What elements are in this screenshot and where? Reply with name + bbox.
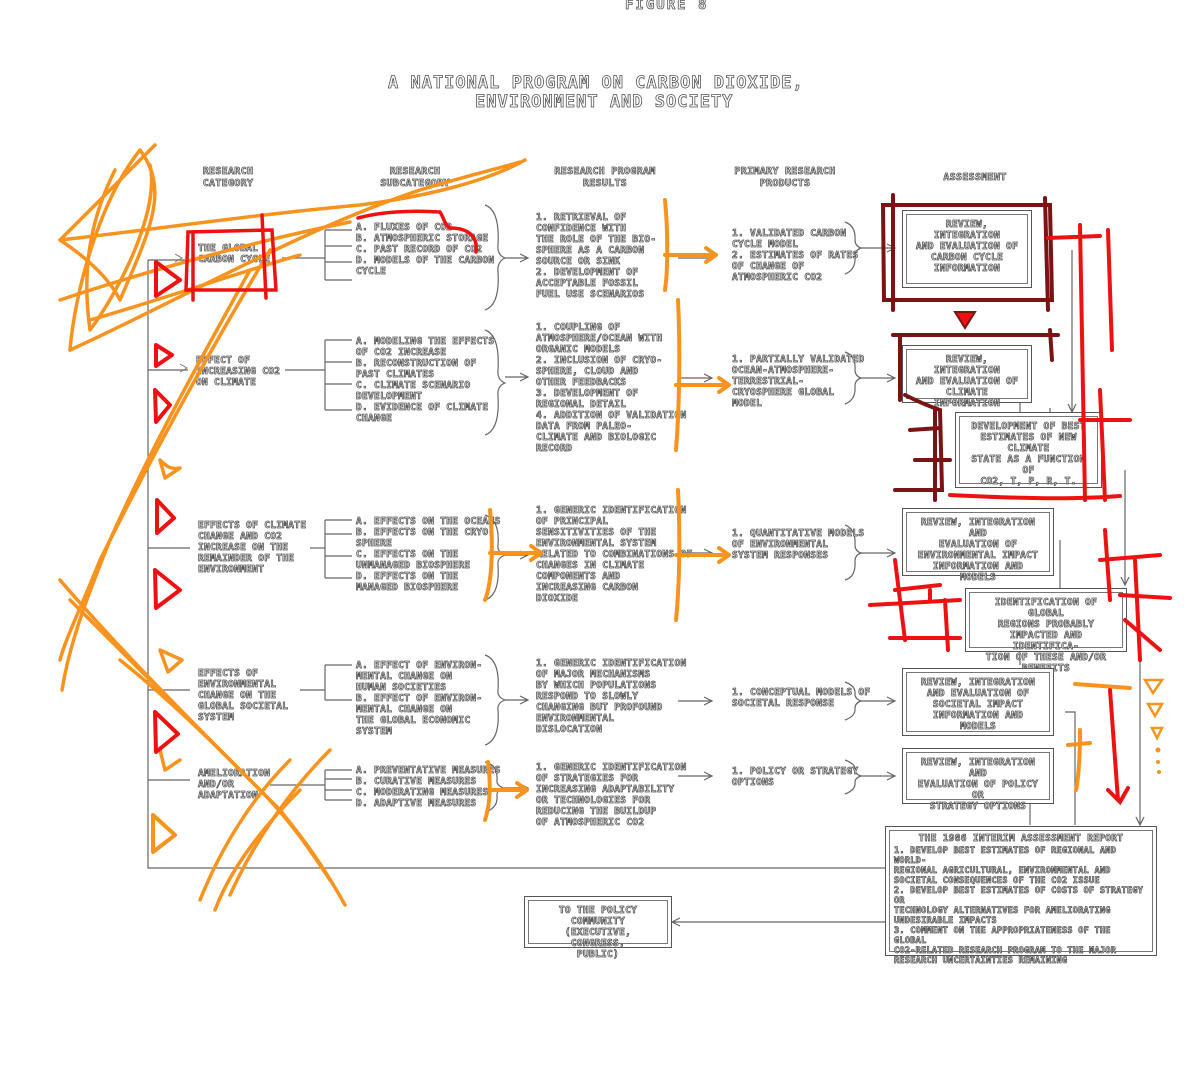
results-environment: 1. GENERIC IDENTIFICATION OF PRINCIPAL S…: [536, 505, 693, 605]
assessment-carbon-cycle-box: REVIEW, INTEGRATION AND EVALUATION OF CA…: [902, 210, 1032, 288]
subcategory-amelioration: A. PREVENTATIVE MEASURES B. CURATIVE MEA…: [356, 765, 501, 810]
products-carbon-cycle: 1. VALIDATED CARBON CYCLE MODEL 2. ESTIM…: [732, 228, 859, 284]
orange-scribble-strokes: [58, 143, 527, 912]
header-research-results: RESEARCH PROGRAM RESULTS: [554, 166, 656, 190]
subcategory-societal: A. EFFECT OF ENVIRON- MENTAL CHANGE ON H…: [356, 660, 483, 738]
category-amelioration: AMELIORATION AND/OR ADAPTATION: [198, 768, 271, 802]
subcategory-climate: A. MODELING THE EFFECTS OF CO2 INCREASE …: [356, 336, 495, 425]
assessment-environment-box: REVIEW, INTEGRATION AND EVALUATION OF EN…: [902, 508, 1054, 583]
category-climate: EFFECT OF INCREASING CO2 ON CLIMATE: [196, 355, 281, 389]
dark-red-highlight-strokes: [880, 193, 1060, 502]
interim-report-title: THE 1986 INTERIM ASSESSMENT REPORT: [918, 833, 1124, 845]
interim-report-items: 1. DEVELOP BEST ESTIMATES OF REGIONAL AN…: [894, 846, 1144, 967]
header-primary-products: PRIMARY RESEARCH PRODUCTS: [734, 166, 836, 190]
products-societal: 1. CONCEPTUAL MODELS OF SOCIETAL RESPONS…: [732, 687, 871, 710]
results-amelioration: 1. GENERIC IDENTIFICATION OF STRATEGIES …: [536, 762, 687, 829]
red-triangle-markers: [153, 260, 182, 754]
header-research-subcategory: RESEARCH SUBCATEGORY: [380, 166, 450, 190]
results-carbon-cycle: 1. RETRIEVAL OF CONFIDENCE WITH THE ROLE…: [536, 212, 657, 301]
orange-triangle-markers: [151, 813, 177, 854]
assessment-climate-box: REVIEW, INTEGRATION AND EVALUATION OF CL…: [902, 345, 1032, 409]
category-societal: EFFECTS OF ENVIRONMENTAL CHANGE ON THE G…: [198, 668, 289, 724]
diagram-title-line1: A NATIONAL PROGRAM ON CARBON DIOXIDE,: [388, 73, 804, 94]
subcategory-environment: A. EFFECTS ON THE OCEANS B. EFFECTS ON T…: [356, 516, 501, 594]
results-climate: 1. COUPLING OF ATMOSPHERE/OCEAN WITH ORG…: [536, 322, 687, 455]
products-climate: 1. PARTIALLY VALIDATED OCEAN-ATMOSPHERE-…: [732, 354, 865, 410]
results-societal: 1. GENERIC IDENTIFICATION OF MAJOR MECHA…: [536, 658, 687, 736]
subcategory-carbon-cycle: A. FLUXES OF CO2 B. ATMOSPHERIC STORAGE …: [356, 222, 495, 278]
red-highlight-strokes: [184, 209, 479, 302]
category-environment: EFFECTS OF CLIMATE CHANGE AND CO2 INCREA…: [198, 520, 307, 576]
assessment-climate-state-box: DEVELOPMENT OF BEST ESTIMATES OF NEW CLI…: [955, 412, 1102, 488]
orange-small-triangles: [1142, 678, 1165, 741]
figure-label: Figure 8: [625, 0, 709, 13]
interim-report-box: THE 1986 INTERIM ASSESSMENT REPORT 1. DE…: [885, 826, 1157, 966]
orange-dots: [1155, 747, 1161, 774]
assessment-societal-box: REVIEW, INTEGRATION AND EVALUATION OF SO…: [902, 668, 1054, 736]
assessment-regions-box: IDENTIFICATION OF GLOBAL REGIONS PROBABL…: [965, 588, 1127, 674]
products-environment: 1. QUANTITATIVE MODELS OF ENVIRONMENTAL …: [732, 528, 865, 562]
red-down-arrow: [953, 311, 977, 330]
policy-community-box: TO THE POLICY COMMUNITY (EXECUTIVE, CONG…: [524, 896, 672, 960]
products-amelioration: 1. POLICY OR STRATEGY OPTIONS: [732, 766, 859, 789]
diagram-title-line2: ENVIRONMENT AND SOCIETY: [475, 92, 734, 113]
header-research-category: RESEARCH CATEGORY: [202, 166, 254, 190]
orange-arrow-marks: [483, 198, 1132, 822]
red-right-side-strokes: [868, 223, 1172, 806]
header-assessment: ASSESSMENT: [943, 172, 1007, 184]
assessment-policy-box: REVIEW, INTEGRATION AND EVALUATION OF PO…: [902, 748, 1054, 812]
